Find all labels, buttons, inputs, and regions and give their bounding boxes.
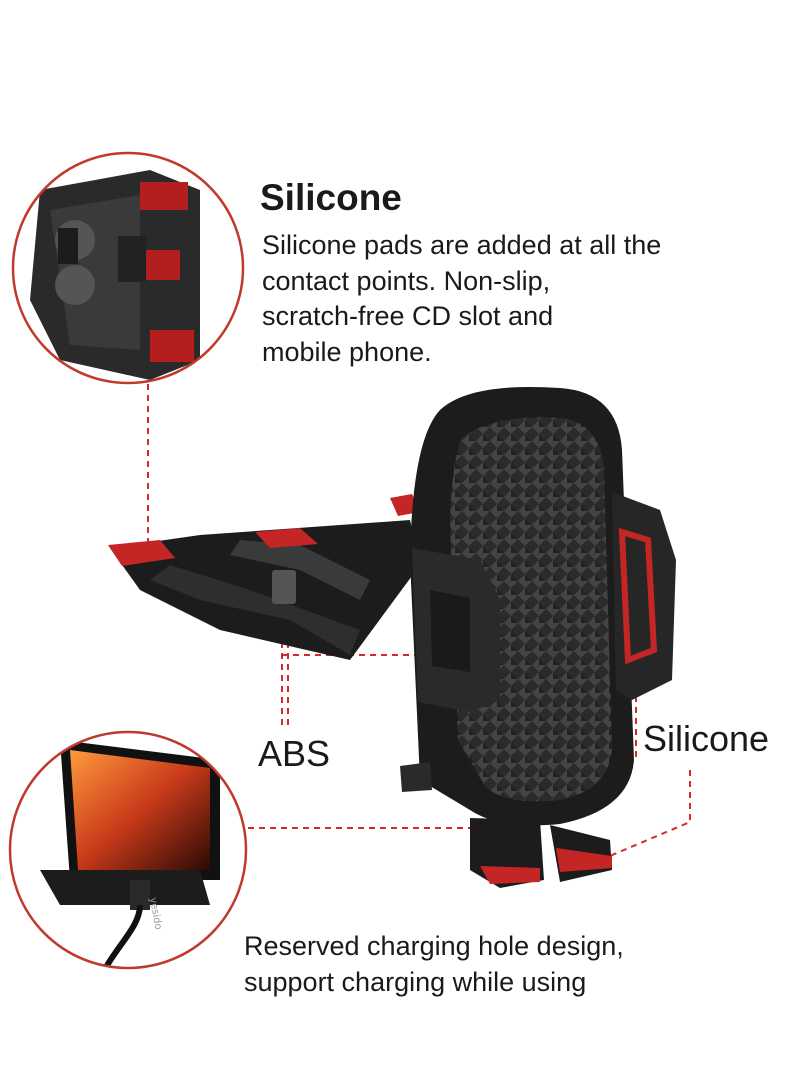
- top-description-line: mobile phone.: [262, 336, 432, 367]
- charging-description-line: Reserved charging hole design,: [244, 931, 624, 961]
- right-silicone-label: Silicone: [643, 718, 770, 759]
- charging-callout-description: Reserved charging hole design, support c…: [244, 928, 624, 1000]
- top-zoom-circle: [11, 151, 245, 385]
- bottom-zoom-circle: yesido: [8, 730, 248, 970]
- charging-description-line: support charging while using: [244, 967, 587, 997]
- top-description-line: contact points. Non-slip,: [262, 265, 551, 296]
- top-callout-title: Silicone: [260, 177, 402, 218]
- top-callout-description: Silicone pads are added at all the conta…: [262, 228, 661, 370]
- abs-material-label: ABS: [258, 733, 331, 774]
- top-description-line: Silicone pads are added at all the: [262, 230, 662, 260]
- top-description-line: scratch-free CD slot and: [262, 301, 554, 331]
- phone-holder-product: [108, 386, 676, 888]
